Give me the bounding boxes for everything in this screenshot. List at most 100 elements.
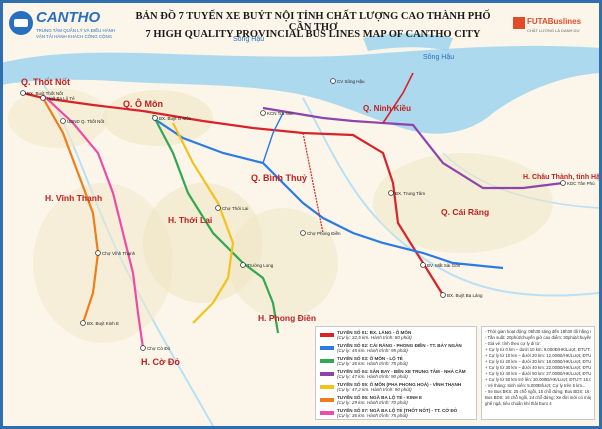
legend-route-label: TUYẾN SỐ 07: NGÃ BA LỘ TẺ (THỐT NỐT) - T… <box>337 408 458 413</box>
tributary-2 <box>302 97 599 297</box>
legend-swatch <box>320 398 334 402</box>
fare-note-line: + Cự ly từ 50 km trở lên: 30.000Đ/HK/Lượ… <box>485 377 591 382</box>
legend-route-meta: (Cự ly: 32,5 km. Hành trình: 80 phút) <box>337 335 412 340</box>
legend-route-meta: (Cự ly: 29 km. Hành trình: 70 phút) <box>337 400 408 405</box>
stop-label-cv-song-hau: CV Sông Hậu <box>337 79 365 84</box>
title-english: 7 HIGH QUALITY PROVINCIAL BUS LINES MAP … <box>145 29 481 40</box>
fare-note-line: - Vé tháng: Sinh viên: 5.000Đ/lượt; Cự l… <box>485 383 586 388</box>
bus-logo-icon <box>9 11 33 35</box>
fare-note-line: + Cự ly từ 30 km – dưới 40 km: 22.000Đ/H… <box>485 365 591 370</box>
futa-logo: FUTABuslines CHẤT LƯỢNG LÀ DANH DỰ <box>513 17 593 41</box>
stop-label-cho-co-do: Chợ Cờ Đỏ <box>147 345 171 351</box>
cantho-logo-tag2: VẬN TẢI HÀNH KHÁCH CÔNG CỘNG <box>36 34 113 39</box>
legend-item: TUYẾN SỐ 07: NGÃ BA LỘ TẺ (THỐT NỐT) - T… <box>320 408 457 418</box>
stop-dot-kdc-hau-giang[interactable] <box>560 180 566 186</box>
stop-label-kdc-hau-giang: KDC Tân Phú <box>567 181 595 186</box>
legend-swatch <box>320 385 334 389</box>
route-04-line <box>262 106 564 190</box>
legend-route-label: TUYẾN SỐ 05: Ô MÔN (PHA PHONG HOÀ) - VĨN… <box>337 382 462 387</box>
song-hau-river <box>3 45 599 134</box>
route-03-line <box>152 114 280 334</box>
legend-swatch <box>320 346 334 350</box>
legend-route-label: TUYẾN SỐ 02: CÁI RĂNG - PHONG ĐIỀN - TT.… <box>337 343 462 348</box>
stop-dot-bx-trung-tam[interactable] <box>388 190 394 196</box>
legend-item: TUYẾN SỐ 03: Ô MÔN - LỘ TẺ(Cự ly: 36 km.… <box>320 356 408 366</box>
route-05-line <box>172 122 235 324</box>
legend-route-meta: (Cự ly: 47,2 km. Hành trình: 90 phút) <box>337 387 412 392</box>
fare-note-line: - Thời gian hoạt động: 05h30 sáng đến 18… <box>485 329 591 334</box>
district-label-phong-dien: H. Phong Điền <box>258 313 316 323</box>
area-vinh-thanh <box>33 183 173 343</box>
fare-note-line: + Cự ly từ 0 km – dưới 10 km: 9.000Đ/HK/… <box>485 347 591 352</box>
fare-note-line: - Giá vé: tính theo cự ly di từ: <box>485 341 541 346</box>
stop-label-cho-thoi-lai: Chợ Thới Lai <box>222 206 248 211</box>
legend-route-label: TUYẾN SỐ 04: SÂN BAY - BẾN XE TRUNG TÂM … <box>337 369 466 374</box>
stop-dots <box>20 78 566 351</box>
district-label-vinh-thanh: H. Vĩnh Thạnh <box>45 193 102 203</box>
fare-note-line: + Cự ly từ 20 km – dưới 30 km: 18.000Đ/H… <box>485 359 591 364</box>
district-label-thoi-lai: H. Thới Lai <box>168 215 212 225</box>
legend-route-meta: (Cự ly: 47 km. Hành trình: 90 phút) <box>337 374 408 379</box>
river-label: Sông Hậu <box>423 54 454 61</box>
fare-note-line: - Tần suất: 20phút/chuyến giờ cao điểm; … <box>485 335 591 340</box>
stop-dot-bx-buyt-ba-lang[interactable] <box>440 292 446 298</box>
legend-item: TUYẾN SỐ 04: SÂN BAY - BẾN XE TRUNG TÂM … <box>320 369 466 379</box>
futa-logo-icon <box>513 17 525 29</box>
stop-dot-nga-tu-ba-lang[interactable] <box>40 95 46 101</box>
legend-route-label: TUYẾN SỐ 06: NGÃ BA LỘ TẺ - KINH E <box>337 395 423 400</box>
fare-note-line: ghế ngả, tiêu chuẩn khí thải Euro 4 <box>485 401 552 406</box>
stop-label-bx-buyt-o-mon: BX. Buýt Ô Môn <box>159 115 192 121</box>
fare-note-line: - Xe Bus BKS: 25 chỗ ngồi, 15 chỗ đứng; … <box>485 389 591 394</box>
stop-dot-bx-buyt-thot-not[interactable] <box>20 90 26 96</box>
area-phong-dien <box>228 208 338 318</box>
legend-item: TUYẾN SỐ 01: BX. LÀNG - Ô MÔN(Cự ly: 32,… <box>320 330 412 340</box>
legend-swatch <box>320 411 334 415</box>
stop-dot-truong-long[interactable] <box>240 262 246 268</box>
district-label-cai-rang: Q. Cái Răng <box>441 207 489 217</box>
area-cai-rang <box>373 153 553 253</box>
route-01-branch <box>302 132 324 234</box>
futa-logo-name: FUTABuslines <box>527 17 582 26</box>
fare-note-line: + Cự ly từ 40 km – dưới 50 km: 27.000Đ/H… <box>485 371 591 376</box>
stop-label-truong-long: Trường Long <box>247 263 274 268</box>
fare-notes: - Thời gian hoạt động: 05h30 sáng đến 18… <box>481 326 595 420</box>
legend-route-meta: (Cự ly: 45 km. Hành trình: 95 phút) <box>337 348 408 353</box>
stop-dot-bx-buyt-o-mon[interactable] <box>152 115 158 121</box>
route-02-line <box>152 117 504 270</box>
cantho-logo-tag1: TRUNG TÂM QUẢN LÝ VÀ ĐIỀU HÀNH <box>36 28 115 33</box>
title-vietnamese: BẢN ĐỒ 7 TUYẾN XE BUÝT NỘI TỈNH CHẤT LƯỢ… <box>135 11 491 33</box>
legend-swatch <box>320 359 334 363</box>
stop-dot-bx-buyt-kinh-e[interactable] <box>80 320 86 326</box>
stop-dot-cho-thoi-lai[interactable] <box>215 205 221 211</box>
stop-label-bv-mat-sai-gon: BV. Mắt Sài Gòn <box>427 262 461 268</box>
stop-dot-cho-vinh-thanh[interactable] <box>95 250 101 256</box>
legend-item: TUYẾN SỐ 02: CÁI RĂNG - PHONG ĐIỀN - TT.… <box>320 343 462 353</box>
stop-dot-ubnd-thot-not[interactable] <box>60 118 66 124</box>
stop-dot-cho-co-do[interactable] <box>140 345 146 351</box>
stop-dot-kcn-tra-noc[interactable] <box>260 110 266 116</box>
district-label-chau-thanh: H. Châu Thành, tỉnh Hậu Giang <box>523 174 599 181</box>
stop-dot-cv-song-hau[interactable] <box>330 78 336 84</box>
district-label-o-mon: Q. Ô Môn <box>123 98 163 109</box>
fare-note-line: + Cự ly từ 10 km – dưới 20 km: 12.000Đ/H… <box>485 353 591 358</box>
district-label-ninh-kieu: Q. Ninh Kiều <box>363 104 411 113</box>
legend-route-label: TUYẾN SỐ 01: BX. LÀNG - Ô MÔN <box>337 330 412 335</box>
stop-label-cho-phong-dien: Chợ Phong Điền <box>307 231 341 236</box>
legend-swatch <box>320 372 334 376</box>
stop-label-bx-buyt-thot-not: BX. Buýt Thốt Nốt <box>27 91 64 96</box>
stop-label-bx-buyt-kinh-e: BX. Buýt Kinh E <box>87 321 119 326</box>
stop-label-kcn-tra-noc: KCN Trà Nóc <box>267 111 294 116</box>
district-label-co-do: H. Cờ Đỏ <box>141 357 180 367</box>
legend-route-meta: (Cự ly: 36 km. Hành trình: 75 phút) <box>337 413 408 418</box>
stop-dot-cho-phong-dien[interactable] <box>300 230 306 236</box>
district-label-thot-not: Q. Thốt Nốt <box>21 77 70 87</box>
route-07-line <box>42 94 145 349</box>
cantho-logo-name: CANTHO <box>36 9 101 26</box>
stop-label-cho-vinh-thanh: Chợ Vĩnh Thạnh <box>102 251 136 256</box>
legend-item: TUYẾN SỐ 06: NGÃ BA LỘ TẺ - KINH E(Cự ly… <box>320 395 422 405</box>
stop-dot-bv-mat-sai-gon[interactable] <box>420 262 426 268</box>
river-label: Sông Hậu <box>233 36 264 43</box>
stop-label-nga-tu-ba-lang: Ngã Ba Lộ Tẻ <box>47 96 75 101</box>
